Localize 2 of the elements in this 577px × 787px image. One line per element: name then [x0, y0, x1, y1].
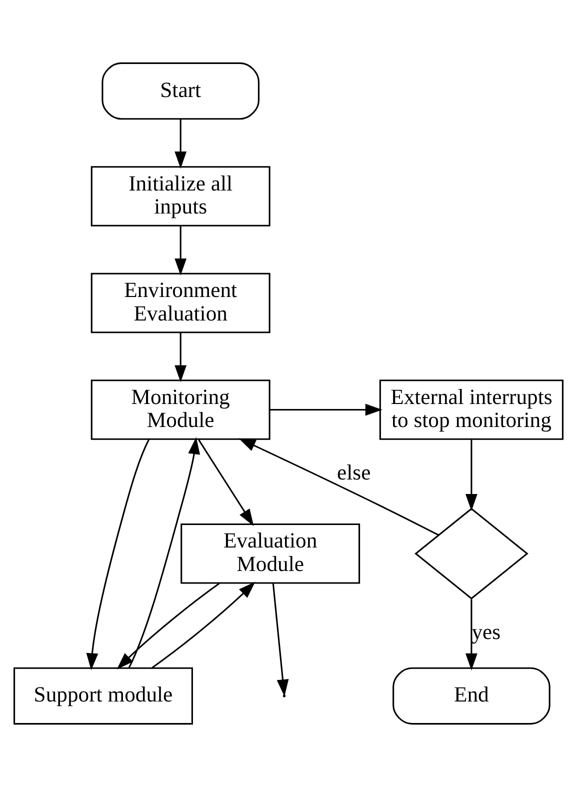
edge-label: yes: [472, 620, 501, 644]
edge-label: else: [337, 460, 371, 485]
